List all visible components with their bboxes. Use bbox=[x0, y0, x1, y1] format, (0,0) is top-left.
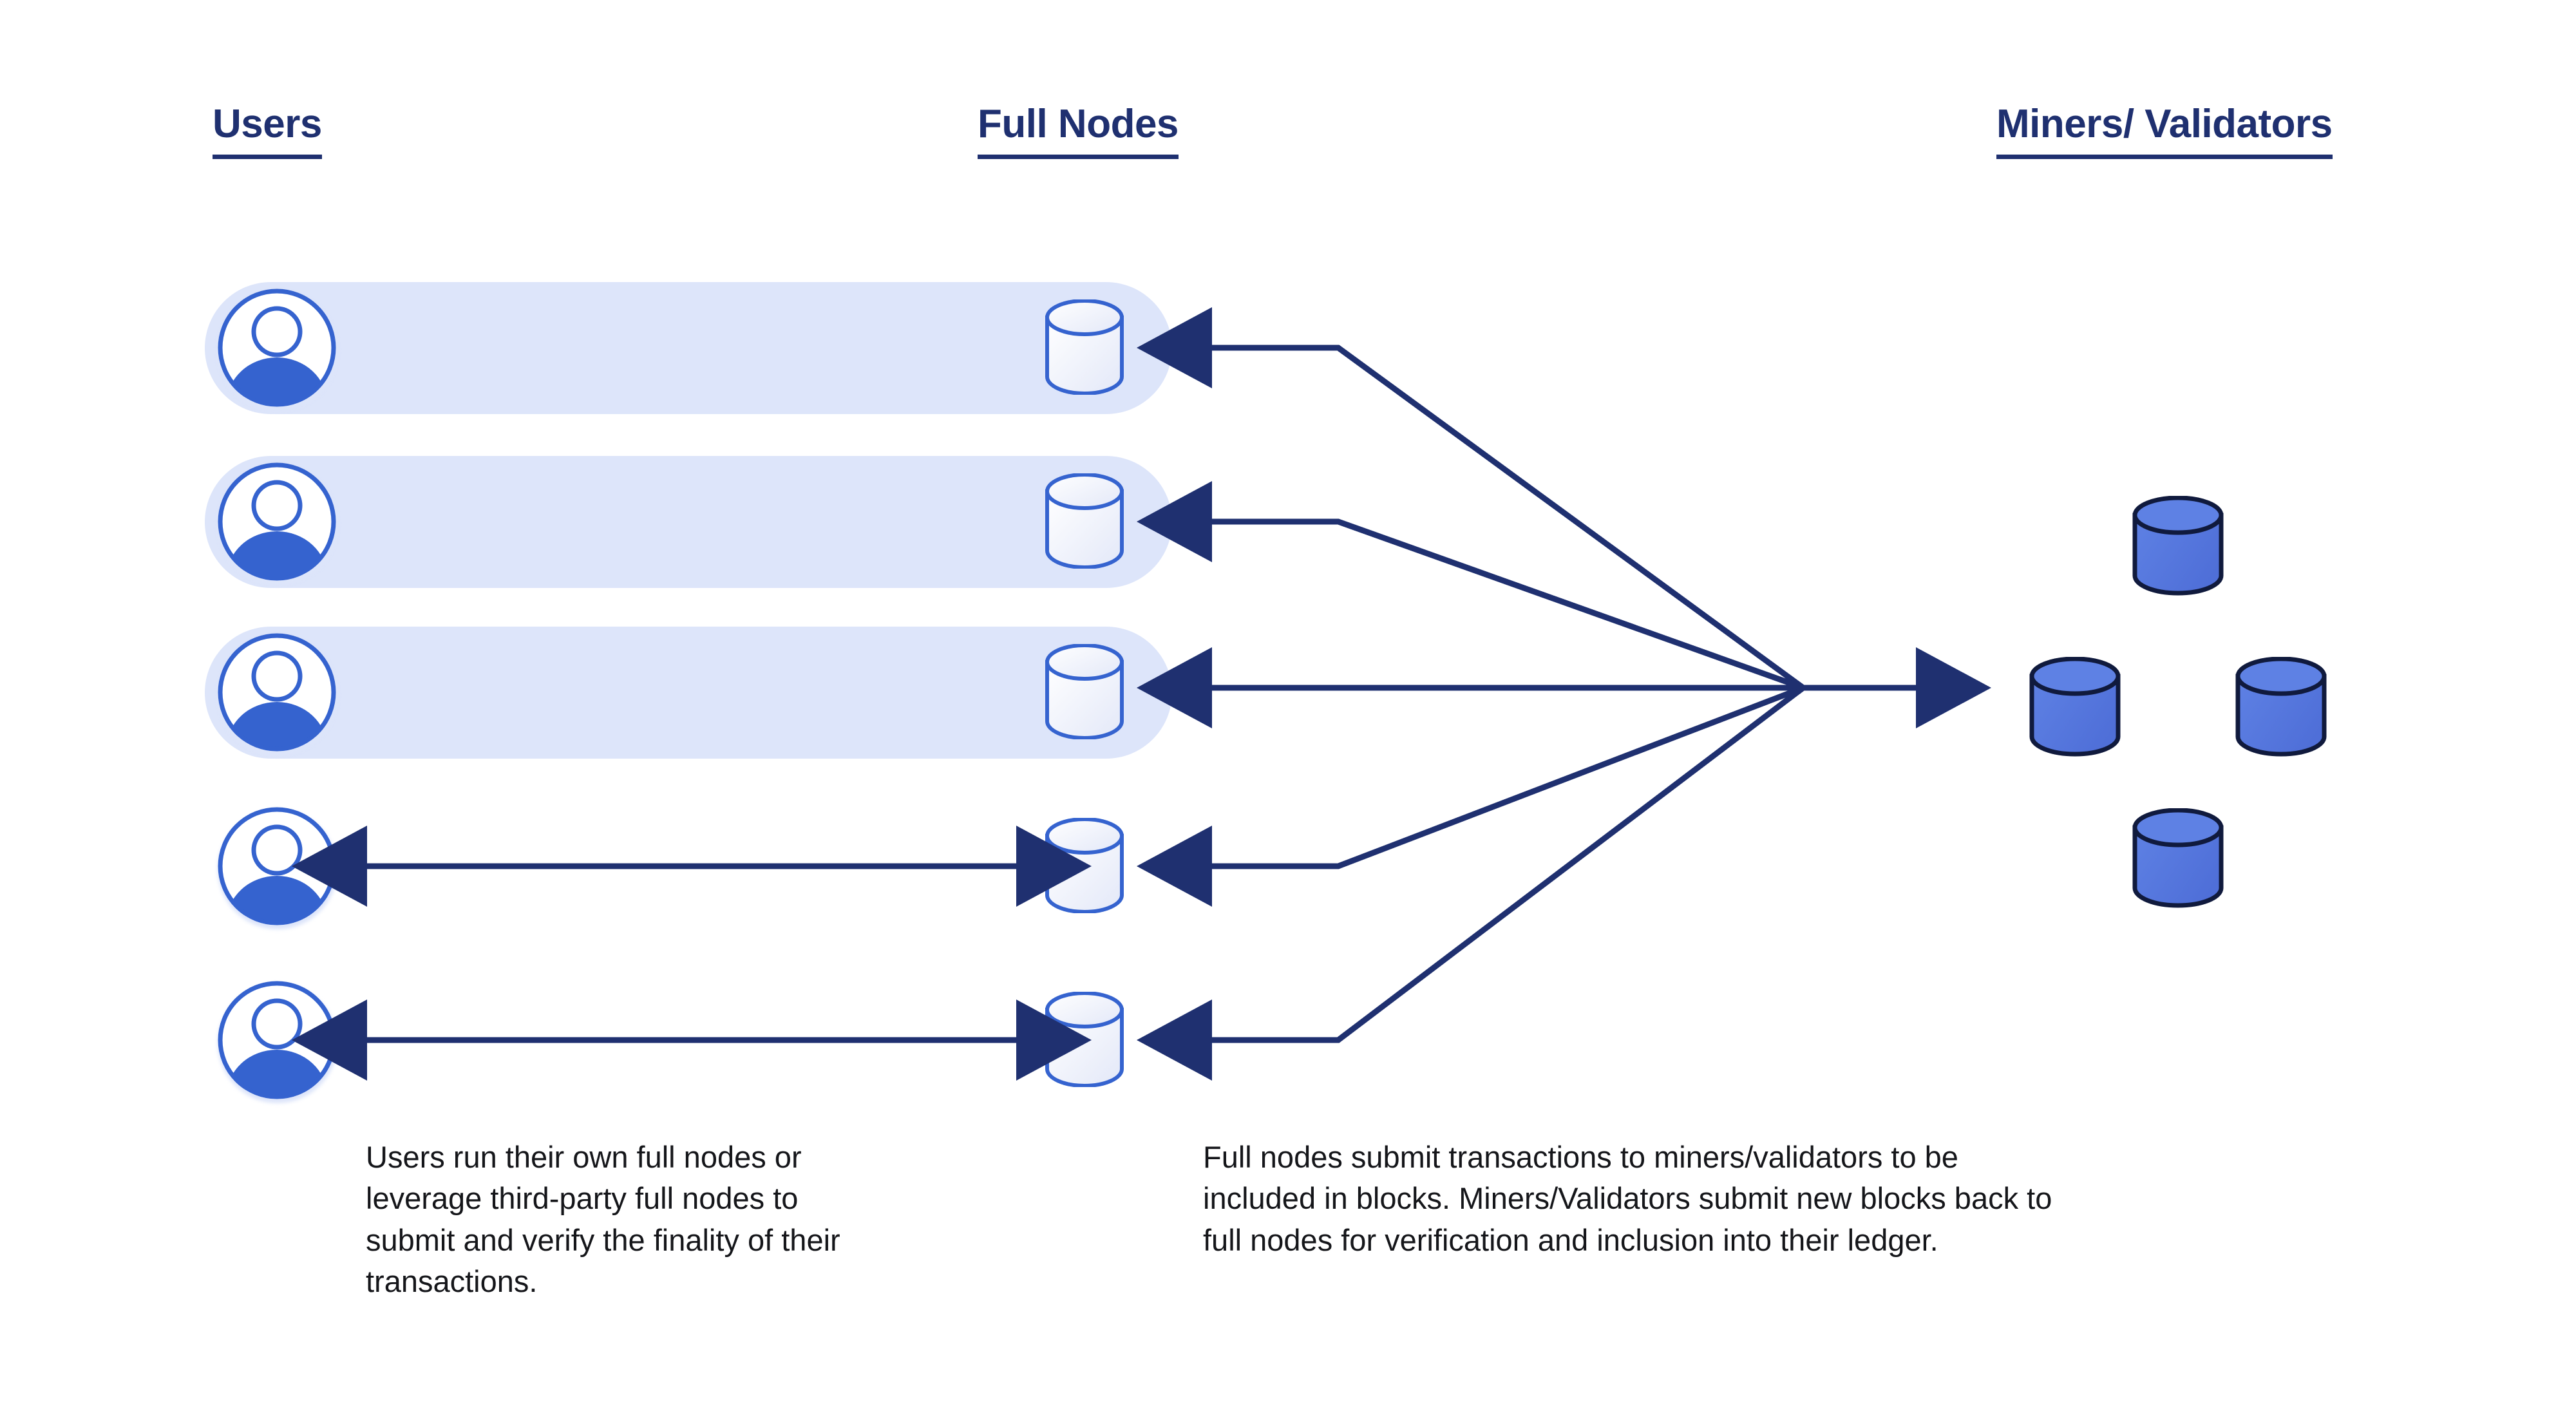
arrow-fullnode-hub-row5 bbox=[1137, 685, 1805, 1081]
arrow-fullnode-hub-row1 bbox=[1137, 307, 1805, 690]
column-heading-miners-validators: Miners/ Validators bbox=[1996, 104, 2333, 159]
column-heading-full-nodes: Full Nodes bbox=[978, 104, 1179, 159]
miner-cylinder-icon-left[interactable] bbox=[2027, 656, 2123, 757]
miner-cylinder-icon-bottom[interactable] bbox=[2130, 808, 2226, 909]
arrow-fullnode-hub-row2 bbox=[1137, 481, 1804, 691]
database-cylinder-icon-1[interactable] bbox=[1043, 299, 1126, 395]
row-pill-3 bbox=[205, 627, 1172, 759]
user-avatar-icon-4[interactable] bbox=[214, 803, 340, 929]
database-cylinder-icon-5[interactable] bbox=[1043, 991, 1126, 1088]
user-avatar-icon-5[interactable] bbox=[214, 977, 340, 1103]
user-avatar-icon-3[interactable] bbox=[214, 629, 340, 755]
database-cylinder-icon-3[interactable] bbox=[1043, 643, 1126, 740]
column-heading-users: Users bbox=[213, 104, 322, 159]
miner-cylinder-icon-top[interactable] bbox=[2130, 495, 2226, 596]
miner-cylinder-icon-right[interactable] bbox=[2233, 656, 2329, 757]
user-avatar-icon-2[interactable] bbox=[214, 459, 340, 585]
database-cylinder-icon-4[interactable] bbox=[1043, 817, 1126, 914]
user-avatar-icon-1[interactable] bbox=[214, 285, 340, 411]
row-pill-2 bbox=[205, 456, 1172, 588]
row-pill-1 bbox=[205, 282, 1172, 414]
arrow-fullnode-hub-row4 bbox=[1137, 685, 1804, 907]
database-cylinder-icon-2[interactable] bbox=[1043, 473, 1126, 569]
caption-full-nodes: Full nodes submit transactions to miners… bbox=[1203, 1140, 2052, 1257]
caption-users: Users run their own full nodes or levera… bbox=[366, 1140, 840, 1299]
